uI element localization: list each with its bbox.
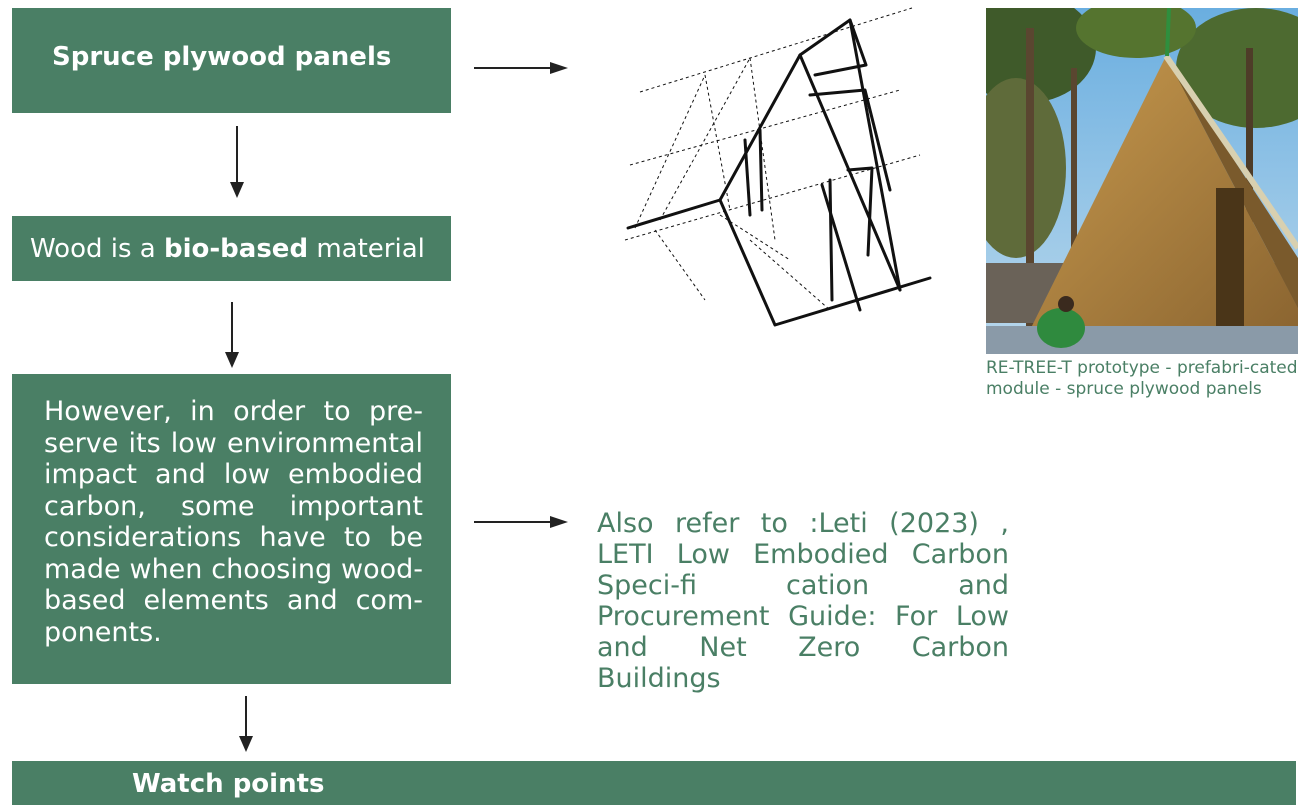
a-frame-sketch-image bbox=[624, 7, 932, 327]
photo-caption: RE-TREE-T prototype - prefabri-cated mod… bbox=[986, 358, 1298, 399]
bio-based-box: Wood is a bio-based material bbox=[12, 216, 451, 281]
bio-based-prefix: Wood is a bbox=[30, 234, 164, 264]
down-arrow-3 bbox=[239, 696, 253, 752]
watch-points-bar: Watch points bbox=[12, 761, 1296, 805]
bio-based-bold: bio-based bbox=[164, 234, 309, 264]
right-arrow-to-sketch bbox=[474, 62, 568, 74]
considerations-box: However, in order to pre-serve its low e… bbox=[12, 374, 451, 684]
reference-text: Also refer to :Leti (2023) , LETI Low Em… bbox=[597, 508, 1009, 694]
down-arrow-2 bbox=[225, 302, 239, 368]
prototype-photo bbox=[986, 8, 1298, 354]
spruce-plywood-label: Spruce plywood panels bbox=[52, 42, 392, 72]
down-arrow-1 bbox=[230, 126, 244, 198]
bio-based-suffix: material bbox=[308, 234, 425, 264]
considerations-text: However, in order to pre-serve its low e… bbox=[44, 396, 423, 648]
spruce-plywood-box: Spruce plywood panels bbox=[12, 8, 451, 113]
right-arrow-to-reference bbox=[474, 516, 568, 528]
watch-points-label: Watch points bbox=[132, 769, 325, 799]
